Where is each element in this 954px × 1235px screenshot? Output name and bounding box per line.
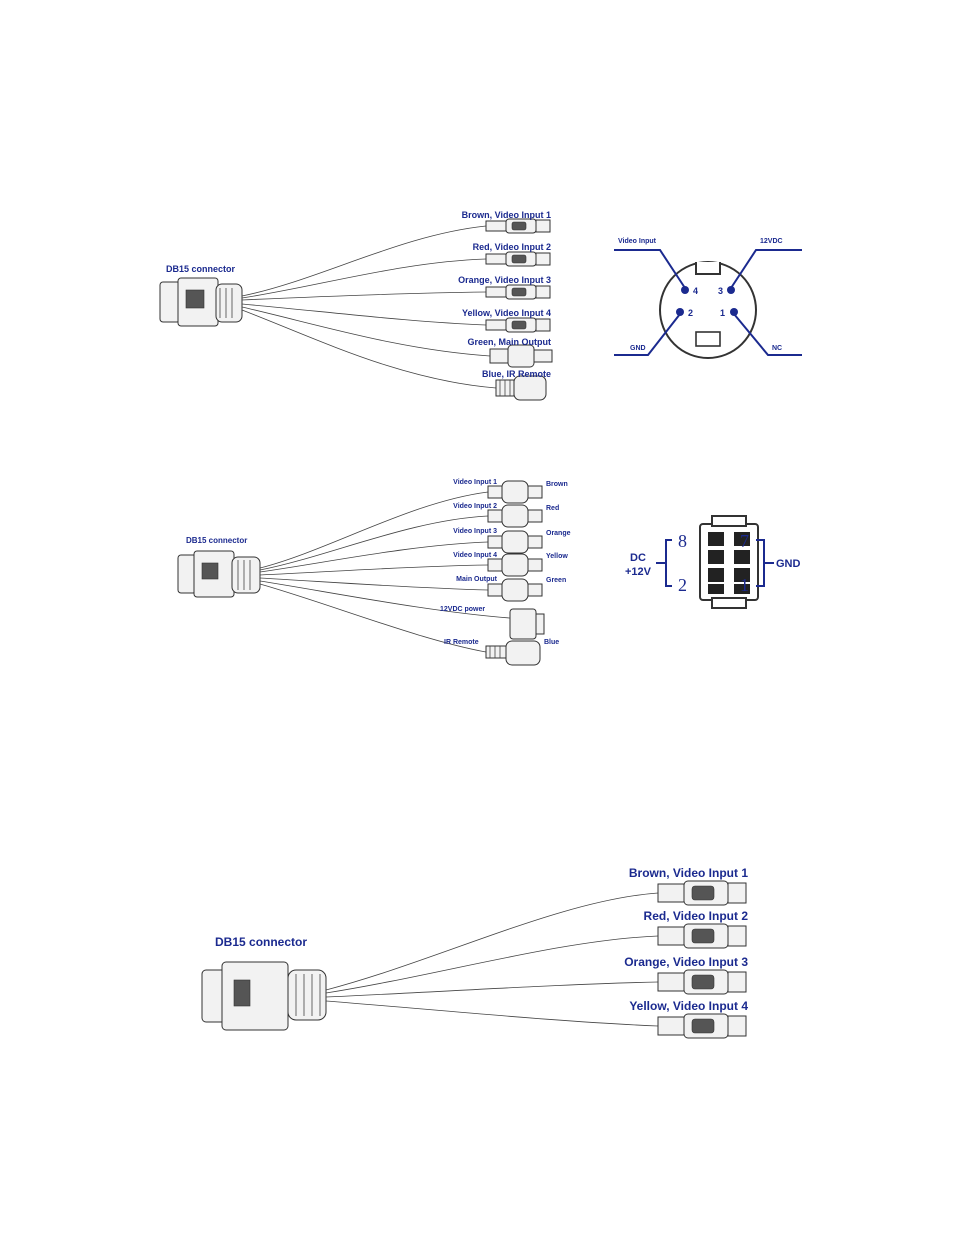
pin-1: 1 [720, 308, 725, 318]
plug-video-input-4 [485, 317, 551, 333]
power-connector-pinout: 8 7 2 1 DC +12V GND [625, 515, 801, 609]
rca-plug-3 [487, 530, 543, 554]
power-label: 12VDC power [440, 606, 485, 613]
plug-video-input-1 [485, 218, 551, 234]
db15-connector-label-3: DB15 connector [215, 935, 307, 949]
plug-main-output-rca [489, 344, 553, 368]
input-label-3: Video Input 3 [453, 528, 497, 535]
ir-color-label: Blue [544, 639, 559, 646]
nc-label: NC [772, 345, 782, 352]
input-label-1: Video Input 1 [453, 479, 497, 486]
color-label-4: Yellow [546, 553, 568, 560]
db15-connector-1 [159, 277, 243, 327]
diagram-3-cable-assembly: DB15 connector [201, 866, 749, 1039]
cable-3-label-4: Yellow, Video Input 4 [629, 999, 748, 1013]
pin-8: 8 [678, 531, 687, 551]
wire-bundle-2 [259, 491, 511, 653]
plug-ir-remote [495, 375, 547, 401]
input-label-2: Video Input 2 [453, 503, 497, 510]
gnd-label: GND [630, 345, 646, 352]
vdc-label: 12VDC [760, 238, 783, 245]
color-label-2: Red [546, 505, 559, 512]
cable-label-5: Green, Main Output [467, 337, 551, 347]
cable-label-3: Orange, Video Input 3 [458, 275, 551, 285]
plug-3-video-input-1 [657, 880, 747, 906]
db15-connector-label-2: DB15 connector [186, 536, 247, 545]
cable-3-label-1: Brown, Video Input 1 [629, 866, 748, 880]
wire-bundle-1 [241, 225, 497, 389]
color-label-5: Green [546, 577, 566, 584]
rca-plug-1 [487, 480, 543, 504]
pin-3: 3 [718, 286, 723, 296]
dc-12v-label: +12V [625, 566, 652, 578]
cable-label-4: Yellow, Video Input 4 [462, 308, 551, 318]
wire-bundle-3 [325, 892, 659, 1027]
dc-label: DC [630, 552, 646, 564]
cable-label-6: Blue, IR Remote [482, 369, 551, 379]
cable-3-label-2: Red, Video Input 2 [644, 909, 749, 923]
input-label-4: Video Input 4 [453, 552, 497, 559]
pin-2-power: 2 [678, 575, 687, 595]
rca-plug-2 [487, 504, 543, 528]
gnd-power-label: GND [776, 558, 801, 570]
diagram-2-cable-assembly: DB15 connector [177, 479, 571, 666]
plug-video-input-2 [485, 251, 551, 267]
pin-4: 4 [693, 286, 698, 296]
plug-3-video-input-4 [657, 1013, 747, 1039]
db15-connector-3 [201, 961, 327, 1031]
plug-video-input-3 [485, 284, 551, 300]
pin-1-power: 1 [740, 575, 749, 595]
plug-3-video-input-3 [657, 969, 747, 995]
cable-label-1: Brown, Video Input 1 [462, 210, 551, 220]
color-label-1: Brown [546, 481, 568, 488]
mini-din-pinout: 4 3 2 1 Video Input 12VDC GND NC [614, 238, 802, 359]
rca-plug-main-output [487, 578, 543, 602]
plug-3-video-input-2 [657, 923, 747, 949]
input-label-5: Main Output [456, 576, 497, 583]
video-input-label: Video Input [618, 238, 657, 245]
color-label-3: Orange [546, 530, 571, 537]
power-plug-12vdc [509, 608, 545, 640]
ir-remote-label: IR Remote [444, 639, 479, 646]
diagram-1-cable-assembly: DB15 connector [159, 210, 553, 401]
pin-2: 2 [688, 308, 693, 318]
db15-connector-label: DB15 connector [166, 264, 236, 274]
rca-plug-4 [487, 553, 543, 577]
pin-7: 7 [740, 531, 749, 551]
ir-remote-plug-2 [485, 640, 541, 666]
cable-3-label-3: Orange, Video Input 3 [624, 955, 748, 969]
db15-connector-2 [177, 550, 261, 598]
cable-label-2: Red, Video Input 2 [473, 242, 551, 252]
